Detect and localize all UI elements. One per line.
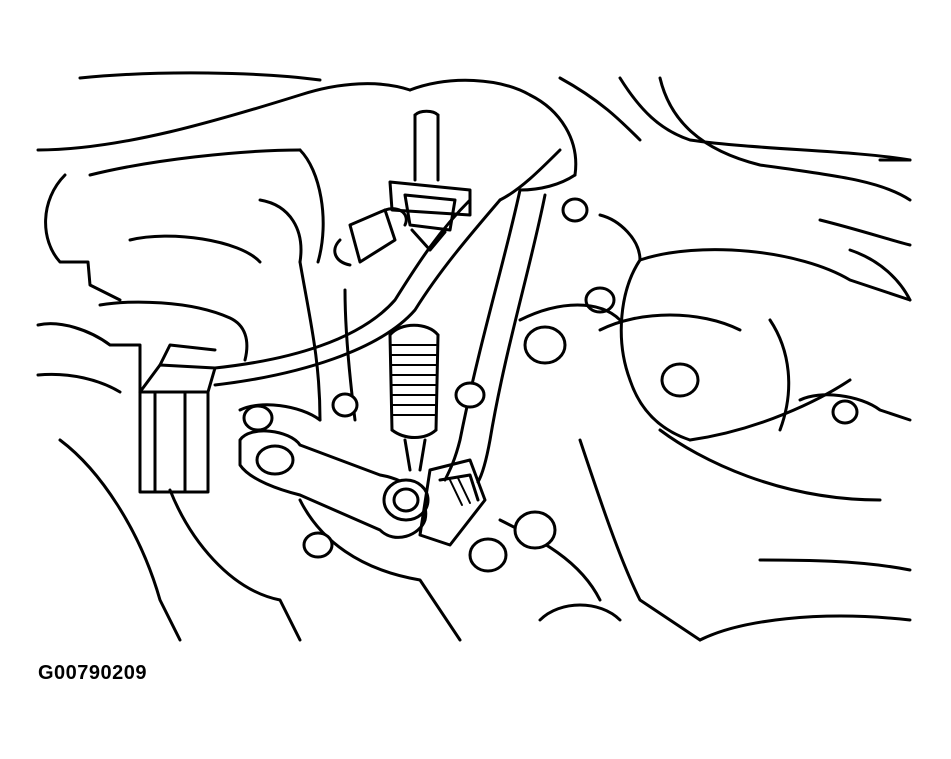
threaded-adjuster-rod [388, 323, 440, 472]
starter-motor-housing [518, 197, 912, 442]
engine-component-line-drawing [36, 71, 912, 642]
upper-center-outline [408, 76, 912, 202]
upper-housing-outline [36, 71, 412, 302]
right-flange-plate [498, 393, 912, 642]
shift-lever-bracket [238, 429, 487, 547]
right-side-pipe [818, 158, 912, 302]
left-electrical-connector [36, 300, 249, 494]
figure-code-label: G00790209 [38, 662, 148, 684]
lower-transmission-case [58, 260, 508, 642]
connector-clip-assembly [333, 180, 472, 267]
